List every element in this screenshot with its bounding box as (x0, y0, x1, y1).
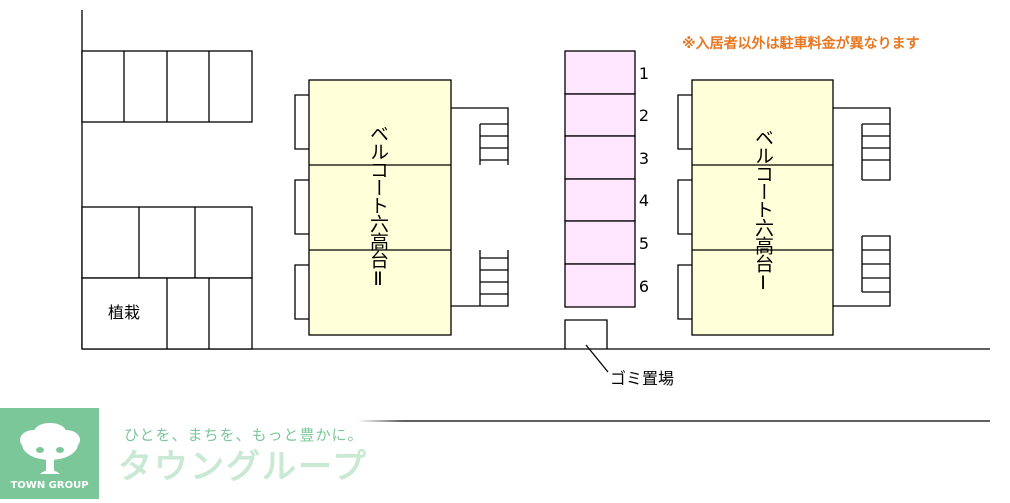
parking-number: 2 (639, 106, 649, 125)
building-left-stair-bottom (451, 250, 509, 307)
brand-tagline: ひとを、まちを、もっと豊かに。 (124, 426, 364, 444)
building-left-body (308, 79, 452, 336)
building-left (294, 79, 509, 336)
brand-logo: TOWN GROUP (0, 408, 99, 499)
tree-icon (20, 423, 80, 474)
planting-label: 植栽 (108, 303, 140, 322)
parking-number: 4 (639, 191, 649, 210)
parking-slot (564, 263, 636, 308)
garbage-leader-line (585, 344, 609, 373)
parking-number: 1 (639, 64, 649, 83)
building-right-body (691, 79, 834, 336)
building-right-stair-bottom (833, 235, 891, 307)
brand-panel (99, 420, 403, 499)
left-parking-bottom (81, 206, 253, 350)
building-left-balconies (294, 94, 309, 320)
building-right-balconies (677, 94, 692, 320)
building-left-stair-top (451, 107, 509, 165)
building-right-stair-top (833, 107, 891, 181)
brand-logo-text: TOWN GROUP (10, 480, 89, 491)
parking-slot (564, 178, 636, 222)
parking-number: 6 (639, 277, 649, 296)
center-parking: 1 2 3 4 5 6 (564, 50, 649, 308)
parking-number: 5 (639, 234, 649, 253)
brand-name: タウングループ (118, 447, 368, 487)
left-parking-top (81, 50, 253, 123)
parking-slot (564, 93, 636, 137)
parking-slot (564, 50, 636, 95)
building-left-name: ベルコート六高台Ⅱ (367, 124, 389, 289)
parking-number: 3 (639, 149, 649, 168)
garbage-label: ゴミ置場 (610, 369, 674, 388)
parking-slot (564, 135, 636, 180)
parking-fee-notice: ※入居者以外は駐車料金が異なります (682, 36, 920, 52)
building-right (677, 79, 891, 336)
parking-slot (564, 220, 636, 265)
building-right-name: ベルコート六高台Ⅰ (752, 128, 774, 293)
garbage-area (564, 319, 609, 373)
